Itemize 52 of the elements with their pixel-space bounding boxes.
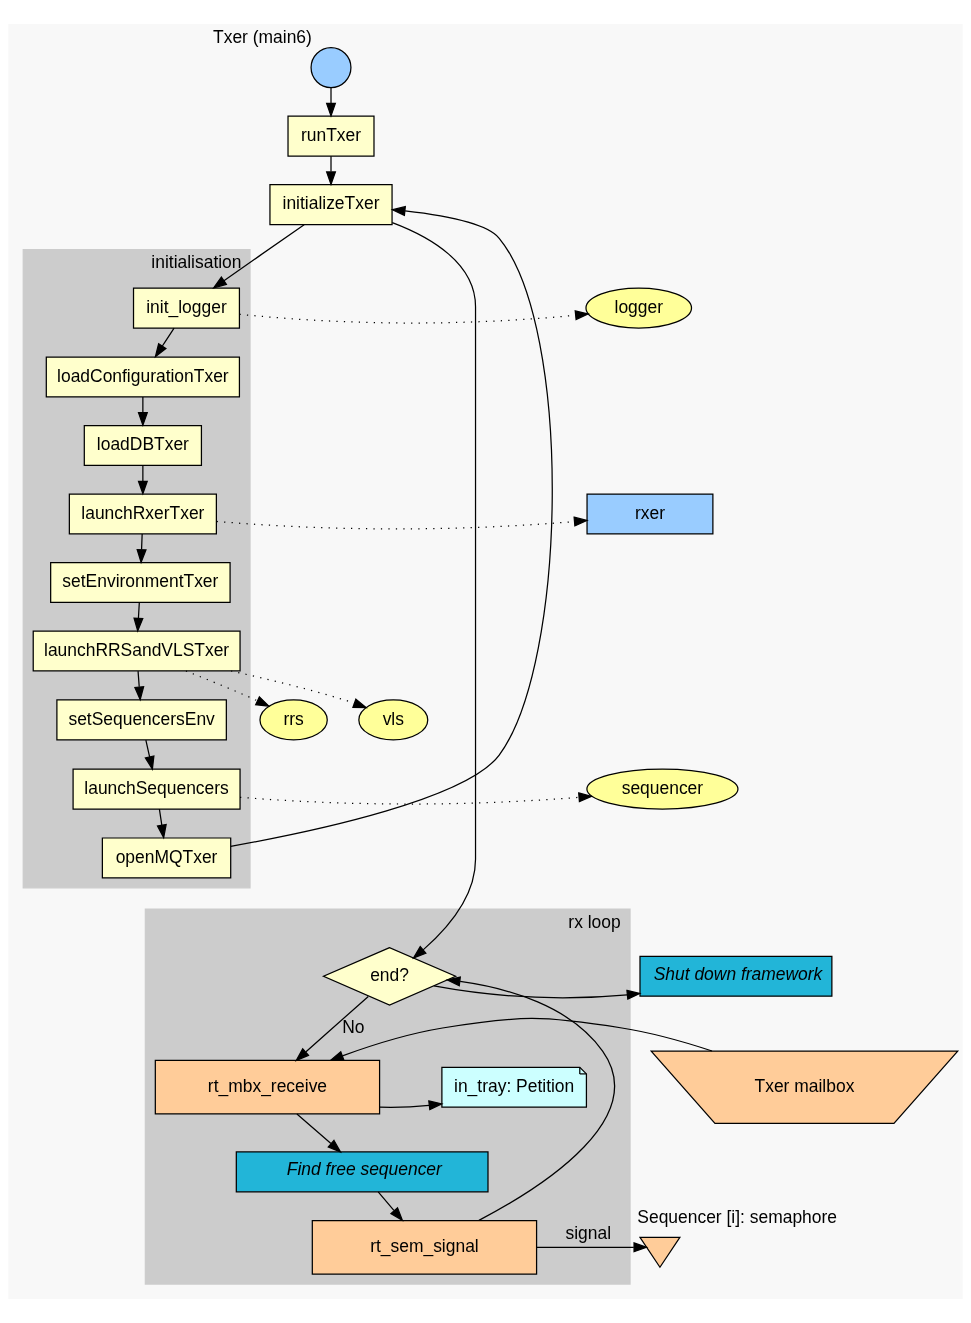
arrow (144, 739, 155, 771)
node-box: initializeTxer (269, 184, 393, 226)
arrow (230, 670, 368, 709)
arrow (379, 1100, 444, 1111)
arrow (230, 205, 553, 847)
node-box: rt_sem_signal (311, 1219, 538, 1275)
arrow (391, 221, 477, 960)
node-box: openMQTxer (101, 837, 232, 879)
node-hourglass (638, 1236, 682, 1269)
arrow (212, 224, 305, 289)
edge-label: No (342, 1016, 365, 1037)
arrow (239, 792, 594, 805)
arrow (216, 516, 589, 530)
node-label: Txer (main6) (213, 26, 312, 47)
arrow (325, 87, 337, 118)
node-ellipse: sequencer (586, 768, 739, 810)
node-box: rt_mbx_receive (154, 1059, 381, 1115)
node-box: launchRRSandVLSTxer (32, 630, 241, 672)
arrow (536, 1242, 649, 1253)
node-ellipse: rrs (259, 699, 328, 741)
node-ellipse: vls (358, 699, 429, 741)
node-box: init_logger (132, 287, 241, 329)
arrow (156, 808, 167, 840)
arrow (133, 670, 145, 702)
arrow (133, 601, 144, 633)
arrow (328, 1017, 713, 1061)
arrow (294, 995, 369, 1062)
arrow (137, 464, 149, 496)
arrow (433, 985, 642, 1001)
node-box: setEnvironmentTxer (50, 561, 231, 604)
arrow (154, 327, 175, 359)
node-box: launchSequencers (72, 768, 241, 810)
arrow (325, 155, 337, 187)
arrow (185, 670, 271, 707)
node-ellipse: logger (585, 287, 693, 329)
arrow (445, 976, 616, 1221)
arrow (136, 533, 147, 565)
node-box: runTxer (287, 115, 375, 157)
node-box: setSequencersEnv (56, 699, 227, 741)
arrow (238, 310, 590, 324)
node-box: launchRxerTxer (68, 493, 217, 535)
node-box: rxer (586, 493, 714, 535)
node-circle (310, 47, 352, 89)
node-box: Shut down framework (639, 955, 833, 997)
node-box: loadConfigurationTxer (45, 356, 241, 398)
arrow (137, 396, 149, 428)
node-box: Find free sequencer (235, 1151, 489, 1193)
node-box: loadDBTxer (83, 424, 203, 467)
edge-label: signal (565, 1222, 612, 1243)
arrow (377, 1191, 404, 1222)
arrow (296, 1113, 342, 1154)
node-label: Sequencer [i]: semaphore (637, 1206, 838, 1227)
